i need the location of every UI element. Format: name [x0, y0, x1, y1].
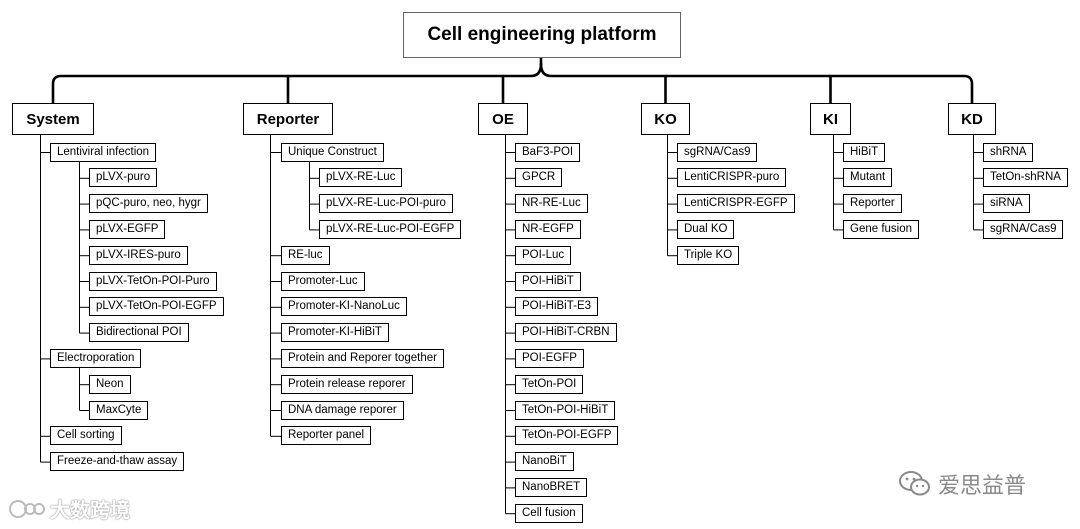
- bus-line-left: [51, 62, 543, 105]
- item-triple-ko: Triple KO: [677, 245, 740, 265]
- item-nr-egfp: NR-EGFP: [515, 219, 581, 239]
- category-kd: KD: [948, 103, 996, 135]
- item-lentiviral-infection: Lentiviral infection: [50, 142, 157, 162]
- item-poi-hibit-crbn: POI-HiBiT-CRBN: [515, 323, 617, 343]
- item-promoter-ki-hibit: Promoter-KI-HiBiT: [281, 323, 389, 343]
- sub-item-plvx-teton-poi-puro: pLVX-TetOn-POI-Puro: [89, 271, 217, 291]
- item-protein-release-reporer: Protein release reporer: [281, 374, 413, 394]
- sub-item-plvx-re-luc: pLVX-RE-Luc: [319, 168, 403, 188]
- sub-item-neon: Neon: [89, 374, 131, 394]
- wechat-icon: [899, 471, 930, 496]
- category-ki: KI: [810, 103, 851, 135]
- sub-item-maxcyte: MaxCyte: [89, 400, 149, 420]
- sub-item-plvx-teton-poi-egfp: pLVX-TetOn-POI-EGFP: [89, 297, 224, 317]
- item-mutant: Mutant: [843, 168, 893, 188]
- item-promoter-luc: Promoter-Luc: [281, 271, 365, 291]
- watermark-left-text: 大数跨境: [50, 498, 130, 522]
- sub-item-plvx-ires-puro: pLVX-IRES-puro: [89, 245, 188, 265]
- item-re-luc: RE-luc: [281, 245, 330, 265]
- category-oe: OE: [478, 103, 528, 135]
- item-electroporation: Electroporation: [50, 348, 142, 368]
- item-freeze-and-thaw-assay: Freeze-and-thaw assay: [50, 452, 185, 472]
- item-poi-luc: POI-Luc: [515, 245, 572, 265]
- item-hibit: HiBiT: [843, 142, 886, 162]
- item-shrna: shRNA: [983, 142, 1034, 162]
- logo-icon: [9, 499, 45, 518]
- item-reporter: Reporter: [843, 194, 902, 214]
- item-teton-poi-hibit: TetOn-POI-HiBiT: [515, 400, 616, 420]
- item-gene-fusion: Gene fusion: [843, 219, 920, 239]
- item-reporter-panel: Reporter panel: [281, 426, 372, 446]
- sub-item-plvx-re-luc-poi-egfp: pLVX-RE-Luc-POI-EGFP: [319, 219, 462, 239]
- item-cell-sorting: Cell sorting: [50, 426, 122, 446]
- item-teton-shrna: TetOn-shRNA: [983, 168, 1068, 188]
- watermark-right-text: 爱思益普: [938, 474, 1027, 499]
- item-gpcr: GPCR: [515, 168, 563, 188]
- item-lenticrispr-egfp: LentiCRISPR-EGFP: [677, 194, 795, 214]
- item-nanobret: NanoBRET: [515, 477, 588, 497]
- item-teton-poi-egfp: TetOn-POI-EGFP: [515, 426, 619, 446]
- item-sirna: siRNA: [983, 194, 1030, 214]
- item-unique-construct: Unique Construct: [281, 142, 384, 162]
- category-system: System: [12, 103, 94, 135]
- item-dna-damage-reporer: DNA damage reporer: [281, 400, 404, 420]
- item-poi-hibit: POI-HiBiT: [515, 271, 581, 291]
- item-nanobit: NanoBiT: [515, 452, 574, 472]
- item-poi-hibit-e3: POI-HiBiT-E3: [515, 297, 599, 317]
- item-dual-ko: Dual KO: [677, 219, 735, 239]
- category-reporter: Reporter: [243, 103, 333, 135]
- item-protein-and-reporer-together: Protein and Reporer together: [281, 348, 444, 368]
- sub-item-plvx-egfp: pLVX-EGFP: [89, 219, 166, 239]
- item-poi-egfp: POI-EGFP: [515, 348, 584, 368]
- item-baf3-poi: BaF3-POI: [515, 142, 581, 162]
- sub-item-plvx-re-luc-poi-puro: pLVX-RE-Luc-POI-puro: [319, 194, 453, 214]
- bus-line-right: [539, 62, 974, 105]
- item-lenticrispr-puro: LentiCRISPR-puro: [677, 168, 787, 188]
- sub-item-bidirectional-poi: Bidirectional POI: [89, 323, 189, 343]
- watermark-right: 爱思益普: [898, 468, 1026, 500]
- item-promoter-ki-nanoluc: Promoter-KI-NanoLuc: [281, 297, 407, 317]
- item-cell-fusion: Cell fusion: [515, 503, 583, 523]
- sub-item-plvx-puro: pLVX-puro: [89, 168, 158, 188]
- category-ko: KO: [641, 103, 690, 135]
- sub-item-pqc-puro-neo-hygr: pQC-puro, neo, hygr: [89, 194, 208, 214]
- item-teton-poi: TetOn-POI: [515, 374, 584, 394]
- item-sgrna-cas9: sgRNA/Cas9: [983, 219, 1064, 239]
- item-nr-re-luc: NR-RE-Luc: [515, 194, 588, 214]
- root-node: Cell engineering platform: [403, 12, 681, 58]
- item-sgrna-cas9: sgRNA/Cas9: [677, 142, 758, 162]
- watermark-left: 大数跨境: [8, 494, 130, 523]
